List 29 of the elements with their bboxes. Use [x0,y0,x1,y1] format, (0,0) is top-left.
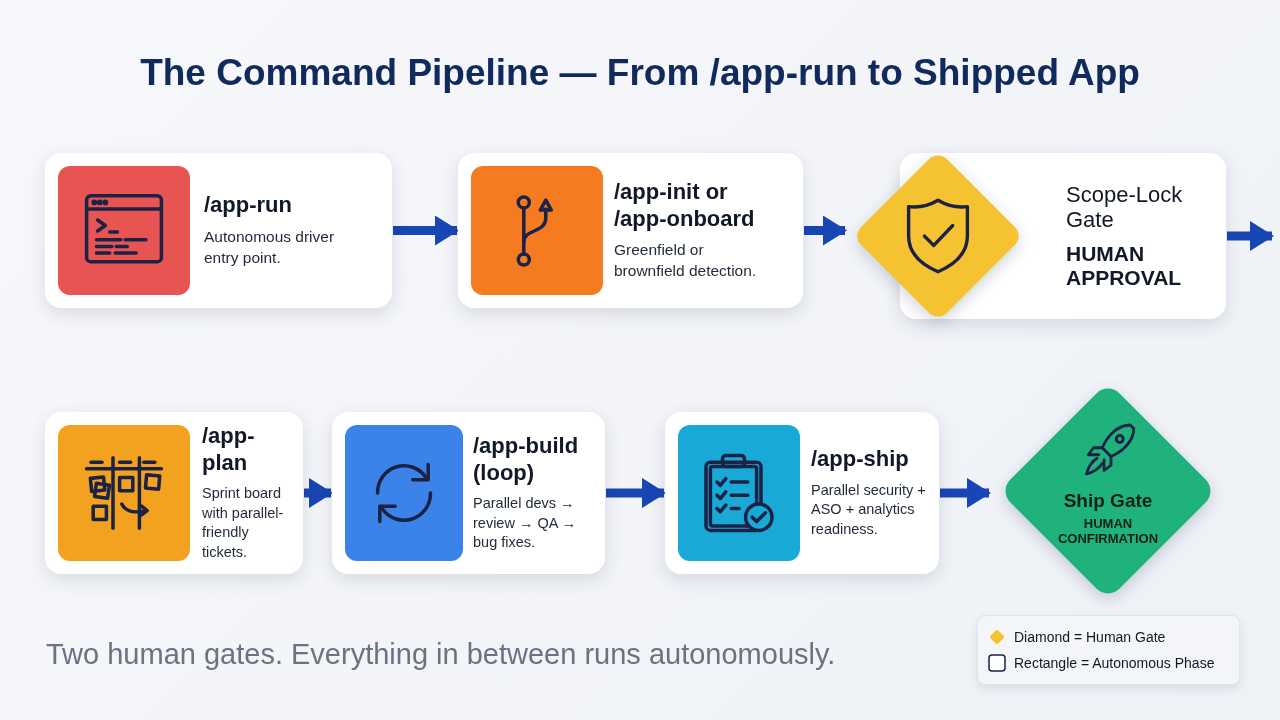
description: Autonomous driver entry point. [204,226,336,268]
caption: Two human gates. Everything in between runs autonomously. [46,638,837,671]
description: Parallel security + ASO + analytics readiness. [811,480,927,539]
arrow [606,478,666,508]
description: Sprint board with parallel-friendly tickets. [202,484,285,562]
arrow [1227,221,1274,251]
process-card [665,412,939,574]
arrow [940,478,991,508]
gate-status: HUMAN APPROVAL [1066,242,1183,291]
arrow [393,215,459,246]
process-card [458,153,803,308]
legend-text: Diamond = Human Gate [1014,629,1166,645]
gate-name: Ship Gate [1062,490,1154,512]
legend-text: Rectangle = Autonomous Phase [1014,655,1215,671]
process-card [332,412,605,574]
process-card [45,412,303,574]
command-name: /app-run [204,192,293,219]
arrow [304,478,333,508]
gate-status: HUMAN CONFIRMATION [1056,516,1160,547]
arrow [804,215,847,246]
command-name: /app-plan [202,423,256,477]
description: Greenfield or brownfield detection. [614,239,758,281]
process-card [45,153,392,308]
description: Parallel devs → review → QA → bug fixes. [473,494,578,553]
title: The Command Pipeline — From /app-run to Shipped App [139,52,1141,94]
command-name: /app-ship [811,446,910,473]
command-name: /app-build (loop) [473,433,580,487]
gate-name: Scope-Lock Gate [1066,181,1184,233]
command-name: /app-init or /app-onboard [614,179,756,232]
